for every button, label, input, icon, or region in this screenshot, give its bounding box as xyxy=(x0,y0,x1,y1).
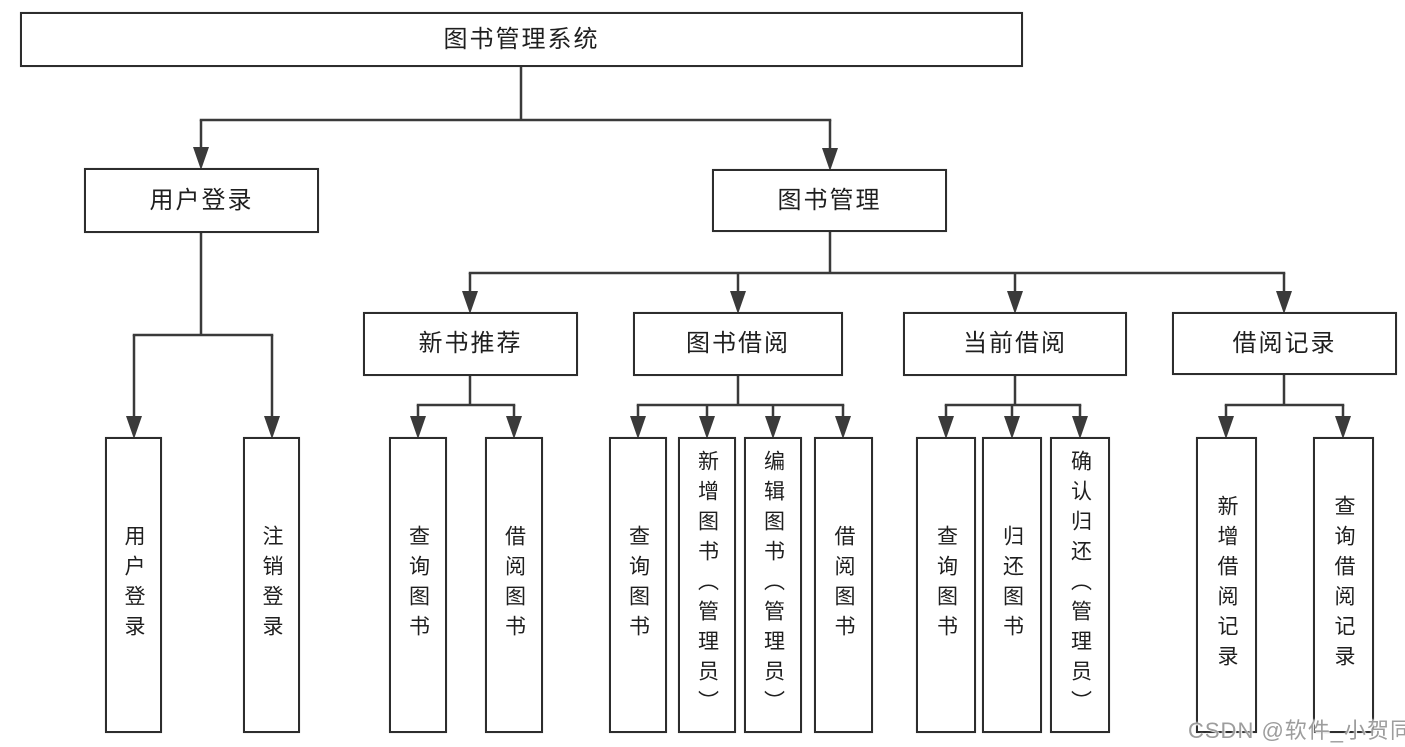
node-label: 借阅图书 xyxy=(832,525,855,645)
arrowhead-icon xyxy=(765,416,781,439)
node-leaf-user-login: 用户登录 xyxy=(105,437,162,733)
node-label: 查询借阅记录 xyxy=(1332,495,1355,675)
node-label: 新书推荐 xyxy=(418,330,523,357)
node-label: 查询图书 xyxy=(626,525,650,645)
node-borrow-records: 借阅记录 xyxy=(1172,312,1397,375)
arrowhead-icon xyxy=(462,291,478,314)
node-leaf-logout: 注销登录 xyxy=(243,437,300,733)
node-label: 用户登录 xyxy=(122,525,145,645)
arrowhead-icon xyxy=(1335,416,1351,439)
node-leaf-edit-book-admin: 编辑图书（管理员） xyxy=(744,437,802,733)
arrowhead-icon xyxy=(193,147,209,170)
node-new-book-recommend: 新书推荐 xyxy=(363,312,578,376)
arrowhead-icon xyxy=(410,416,426,439)
node-label: 查询图书 xyxy=(406,525,430,645)
node-leaf-borrow-book-2: 借阅图书 xyxy=(814,437,873,733)
node-label: 编辑图书（管理员） xyxy=(761,450,785,720)
arrowhead-icon xyxy=(1004,416,1020,439)
node-label: 注销登录 xyxy=(260,525,283,645)
arrowhead-icon xyxy=(506,416,522,439)
arrowhead-icon xyxy=(1276,291,1292,314)
node-label: 借阅记录 xyxy=(1232,329,1337,357)
arrowhead-icon xyxy=(835,416,851,439)
node-book-management: 图书管理 xyxy=(712,169,947,232)
arrowhead-icon xyxy=(126,416,142,439)
node-label: 当前借阅 xyxy=(963,330,1067,357)
node-leaf-add-book-admin: 新增图书（管理员） xyxy=(678,437,736,733)
node-leaf-borrow-book-1: 借阅图书 xyxy=(485,437,543,733)
node-label: 图书借阅 xyxy=(686,330,790,357)
node-label: 查询图书 xyxy=(934,525,958,645)
node-label: 新增借阅记录 xyxy=(1215,495,1238,675)
node-current-borrow: 当前借阅 xyxy=(903,312,1127,376)
node-label: 新增图书（管理员） xyxy=(695,450,719,720)
arrowhead-icon xyxy=(630,416,646,439)
arrowhead-icon xyxy=(938,416,954,439)
arrowhead-icon xyxy=(822,148,838,171)
node-leaf-add-borrow-rec: 新增借阅记录 xyxy=(1196,437,1257,733)
node-leaf-query-book-3: 查询图书 xyxy=(916,437,976,733)
arrowhead-icon xyxy=(1007,291,1023,314)
node-label: 归还图书 xyxy=(1000,525,1024,645)
node-label: 图书管理 xyxy=(777,186,882,214)
node-label: 图书管理系统 xyxy=(443,25,600,53)
arrowhead-icon xyxy=(730,291,746,314)
node-leaf-query-book-2: 查询图书 xyxy=(609,437,667,733)
arrowhead-icon xyxy=(699,416,715,439)
arrowhead-icon xyxy=(1218,416,1234,439)
node-label: 用户登录 xyxy=(149,186,254,214)
arrowhead-icon xyxy=(264,416,280,439)
node-leaf-query-book-1: 查询图书 xyxy=(389,437,447,733)
node-book-borrow: 图书借阅 xyxy=(633,312,843,376)
node-user-login: 用户登录 xyxy=(84,168,319,233)
node-label: 确认归还（管理员） xyxy=(1068,450,1092,720)
node-leaf-return-book: 归还图书 xyxy=(982,437,1042,733)
arrowhead-icon xyxy=(1072,416,1088,439)
node-leaf-confirm-return: 确认归还（管理员） xyxy=(1050,437,1110,733)
node-leaf-query-borrow-rec: 查询借阅记录 xyxy=(1313,437,1374,733)
node-library-system: 图书管理系统 xyxy=(20,12,1023,67)
node-label: 借阅图书 xyxy=(502,525,526,645)
watermark: CSDN @软件_小贺同学 xyxy=(1188,718,1405,743)
